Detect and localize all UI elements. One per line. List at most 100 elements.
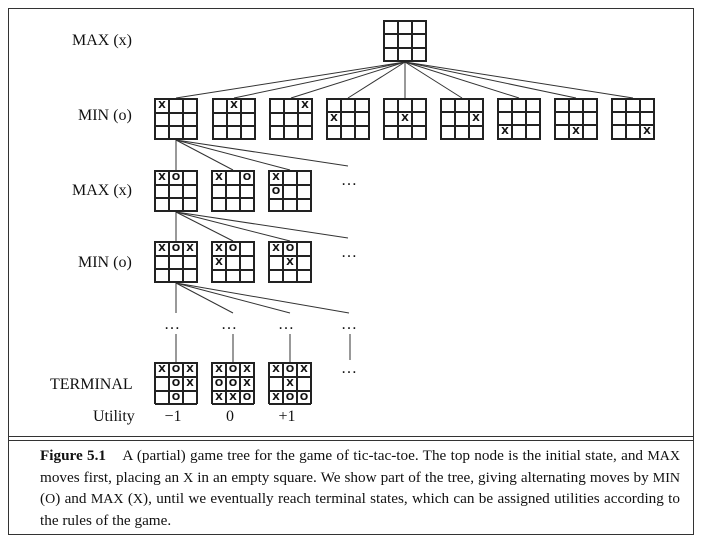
board-cell: [555, 125, 569, 139]
board-cell: [441, 99, 455, 112]
board-cell: X: [212, 242, 226, 256]
board-cell: X: [212, 391, 226, 405]
board-cell: X: [569, 125, 583, 139]
board-cell: [183, 126, 197, 139]
figure-frame: [8, 8, 694, 535]
board-cell: [212, 185, 226, 198]
board-cell: [269, 377, 283, 391]
utility-value: +1: [278, 408, 296, 425]
board-cell: [269, 270, 283, 282]
board-cell: [183, 99, 197, 113]
board-cell: [155, 391, 169, 405]
board-min-row-7: X: [554, 98, 598, 140]
board-cell: [398, 21, 412, 35]
board-cell: X: [298, 99, 312, 113]
board-cell: [626, 99, 640, 112]
board-cell: O: [283, 242, 297, 256]
board-cell: [612, 125, 626, 139]
level-label-min-2: MIN (o): [78, 254, 132, 271]
board-cell: X: [155, 99, 169, 113]
board-cell: X: [297, 363, 311, 377]
board-cell: [213, 113, 227, 126]
board-cell: [226, 171, 240, 185]
board-cell: X: [269, 363, 283, 377]
board-cell: [227, 126, 241, 139]
level-label-utility: Utility: [93, 408, 135, 425]
board-cell: [240, 185, 254, 198]
board-cell: [412, 126, 426, 139]
board-cell: [169, 256, 183, 269]
tree-edge: [175, 211, 234, 242]
board-cell: [155, 126, 169, 139]
board-cell: [555, 99, 569, 112]
board-cell: O: [226, 377, 240, 391]
tree-edge: [404, 61, 463, 99]
board-min-row-8: X: [611, 98, 655, 140]
board-min-row-0: X: [154, 98, 198, 140]
board-cell: [298, 113, 312, 126]
board-cell: [284, 113, 298, 126]
tree-edge: [233, 61, 406, 99]
board-cell: X: [212, 171, 226, 185]
board-cell: [412, 47, 426, 61]
tree-edge: [404, 61, 634, 99]
board-cell: [155, 377, 169, 391]
board-cell: [283, 199, 297, 211]
board-cell: [612, 112, 626, 125]
board-cell: [341, 99, 355, 112]
board-cell: [384, 47, 398, 61]
tree-edge: [175, 282, 234, 314]
board-cell: [412, 21, 426, 35]
tree-edge: [175, 61, 406, 99]
board-cell: [384, 112, 398, 126]
tree-edge: [175, 139, 349, 167]
board-cell: [512, 99, 526, 112]
ellipsis: …: [341, 244, 358, 261]
board-cell: O: [169, 242, 183, 256]
board-cell: [284, 99, 298, 113]
board-cell: X: [327, 112, 341, 126]
board-cell: [455, 112, 469, 126]
board-cell: [183, 391, 197, 405]
ellipsis: …: [341, 172, 358, 189]
board-cell: [469, 126, 483, 139]
level-label-terminal: TERMINAL: [50, 376, 133, 393]
board-cell: [241, 113, 255, 126]
board-cell: [398, 47, 412, 61]
board-cell: [269, 256, 283, 270]
ellipsis: …: [164, 316, 181, 333]
board-cell: [183, 113, 197, 126]
board-cell: [169, 185, 183, 198]
ellipsis: …: [341, 360, 358, 377]
board-cell: [297, 377, 311, 391]
board-cell: [270, 113, 284, 126]
board-cell: [213, 126, 227, 139]
board-cell: X: [269, 242, 283, 256]
level-label-max-2: MAX (x): [72, 182, 132, 199]
board-cell: [626, 125, 640, 139]
board-cell: O: [226, 363, 240, 377]
board-cell: [327, 126, 341, 139]
caption-divider: [9, 440, 693, 441]
board-cell: [441, 126, 455, 139]
figure-caption: Figure 5.1 A (partial) game tree for the…: [40, 447, 680, 529]
board-cell: [240, 198, 254, 211]
board-cell: [227, 113, 241, 126]
board-min-row-1: X: [212, 98, 256, 140]
board-cell: X: [212, 256, 226, 270]
board-cell: [226, 185, 240, 198]
ellipsis: …: [341, 316, 358, 333]
tree-edge: [175, 282, 350, 314]
tree-edge: [347, 61, 406, 99]
board-cell: [183, 269, 197, 282]
board-cell: [526, 112, 540, 125]
board-root-0: [383, 20, 427, 62]
board-cell: O: [169, 171, 183, 185]
board-cell: O: [169, 391, 183, 405]
board-cell: [269, 199, 283, 211]
board-cell: [355, 126, 369, 139]
